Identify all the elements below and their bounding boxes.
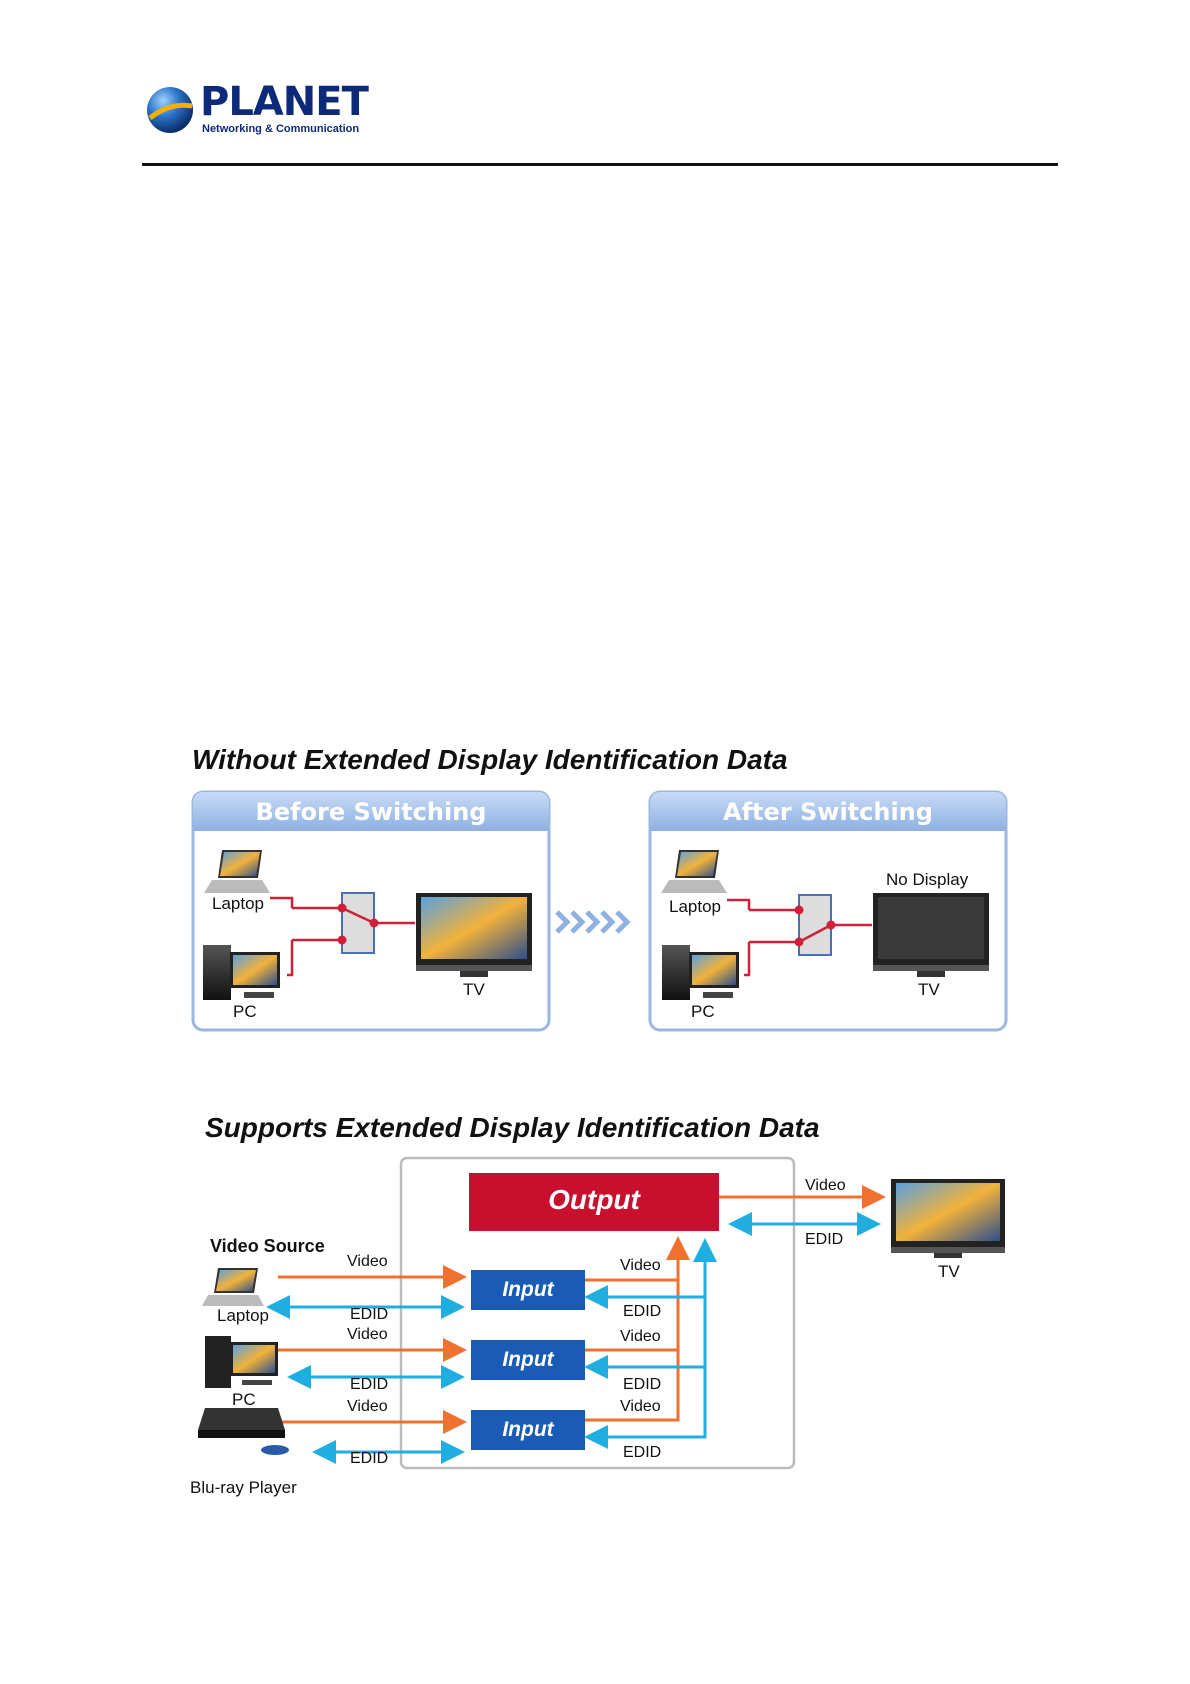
pc-video-label: Video: [347, 1326, 388, 1343]
pc-edid-label: EDID: [350, 1376, 389, 1393]
after-switching-heading: After Switching: [723, 798, 933, 826]
video-source-label: Video Source: [210, 1236, 325, 1256]
bluray-edid-label: EDID: [350, 1450, 389, 1467]
source-label-pc: PC: [232, 1390, 256, 1409]
input-box-3: [471, 1410, 585, 1450]
input-box-1: [471, 1270, 585, 1310]
header-divider: [142, 163, 1058, 166]
after-pc-label: PC: [691, 1002, 715, 1021]
after-laptop-label: Laptop: [669, 897, 721, 916]
pc-icon: [205, 1336, 278, 1388]
before-tv-label: TV: [463, 980, 485, 999]
bluray-player-icon: [198, 1408, 289, 1455]
input3-video-label: Video: [620, 1398, 661, 1415]
tv-icon: [873, 893, 989, 977]
input1-video-label: Video: [620, 1257, 661, 1274]
after-switching-panel: [648, 790, 1008, 1032]
output-label: Output: [548, 1184, 640, 1215]
laptop-edid-label: EDID: [350, 1306, 389, 1323]
before-switching-panel: [191, 790, 551, 1032]
source-label-laptop: Laptop: [217, 1306, 269, 1325]
after-tv-label: TV: [918, 980, 940, 999]
laptop-video-label: Video: [347, 1253, 388, 1270]
planet-logo-icon: [147, 87, 193, 133]
before-pc-label: PC: [233, 1002, 257, 1021]
source-label-bluray: Blu-ray Player: [190, 1478, 297, 1497]
diagram2-title: Supports Extended Display Identification…: [205, 1112, 820, 1143]
before-laptop-label: Laptop: [212, 894, 264, 913]
output-box: [469, 1173, 719, 1231]
input-label-3: Input: [502, 1418, 554, 1441]
input1-edid-label: EDID: [623, 1303, 662, 1320]
pc-icon: [203, 945, 280, 1000]
input2-video-label: Video: [620, 1328, 661, 1345]
laptop-icon: [202, 1268, 264, 1306]
tv-video-label: Video: [805, 1177, 846, 1194]
input2-edid-label: EDID: [623, 1376, 662, 1393]
brand-tagline: Networking & Communication: [202, 123, 360, 135]
tv-edid-label: EDID: [805, 1231, 844, 1248]
diagram1-title: Without Extended Display Identification …: [192, 744, 788, 775]
before-switching-heading: Before Switching: [255, 798, 487, 826]
pc-icon: [662, 945, 739, 1000]
input-label-2: Input: [502, 1348, 554, 1371]
laptop-icon: [204, 850, 270, 893]
input3-edid-label: EDID: [623, 1444, 662, 1461]
chevrons-right-icon: [555, 910, 631, 934]
tv-icon: [416, 893, 532, 977]
diagram1: [191, 790, 1008, 1032]
tv-icon: [891, 1179, 1005, 1258]
tv-label: TV: [938, 1262, 960, 1281]
no-display-label: No Display: [886, 870, 969, 889]
diagram2: [198, 1156, 1005, 1470]
page-header: PLANET Networking & Communication: [140, 80, 380, 140]
bluray-video-label: Video: [347, 1398, 388, 1415]
brand-name: PLANET: [200, 79, 369, 125]
laptop-icon: [661, 850, 727, 893]
input-label-1: Input: [502, 1278, 554, 1301]
input-box-2: [471, 1340, 585, 1380]
